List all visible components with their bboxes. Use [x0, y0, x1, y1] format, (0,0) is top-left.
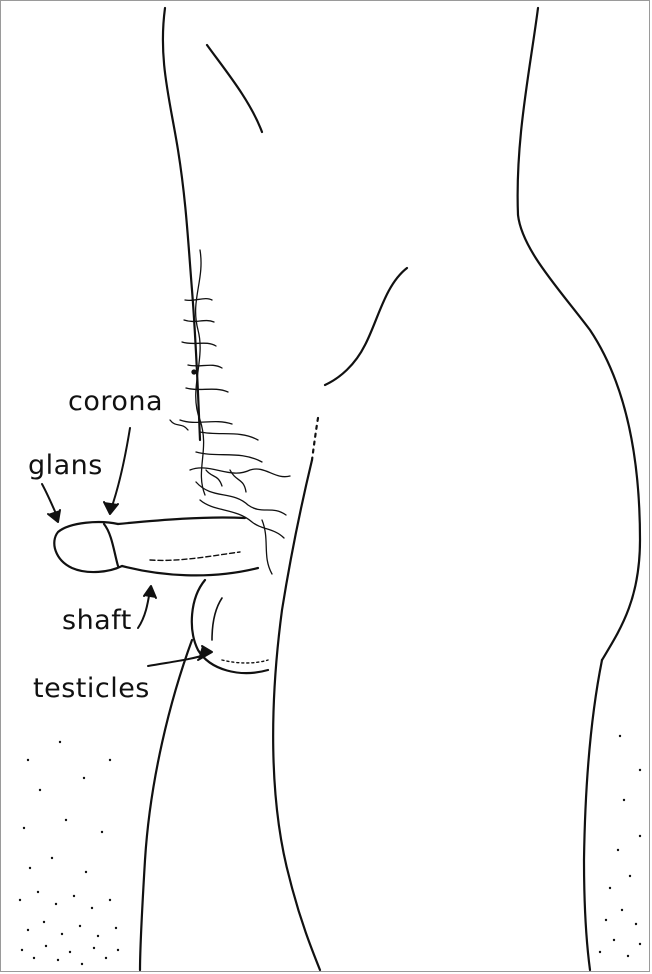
floor-stippling	[19, 735, 641, 965]
corona-ridge	[104, 524, 118, 566]
shaft-top	[118, 517, 245, 524]
shaft-vein	[150, 552, 240, 560]
pubic-hair	[170, 250, 290, 574]
body-front-contour	[163, 8, 200, 440]
glans-label: glans	[28, 452, 103, 479]
corona-label: corona	[68, 388, 163, 415]
hip-contour	[325, 268, 407, 385]
glans-outline	[54, 522, 122, 572]
testicle-outline	[192, 580, 268, 673]
thigh-front-contour	[312, 418, 318, 460]
testicle-inner-line	[212, 598, 222, 640]
corona-arrow	[110, 428, 130, 512]
chest-contour	[207, 45, 262, 132]
shaft-bottom	[122, 566, 258, 575]
shaft-label: shaft	[62, 607, 132, 634]
testicle-lower-line	[222, 660, 268, 663]
inner-thigh-contour	[273, 460, 320, 970]
leg-back-contour	[584, 660, 602, 970]
testicles-label: testicles	[33, 675, 150, 702]
back-contour	[518, 8, 640, 660]
